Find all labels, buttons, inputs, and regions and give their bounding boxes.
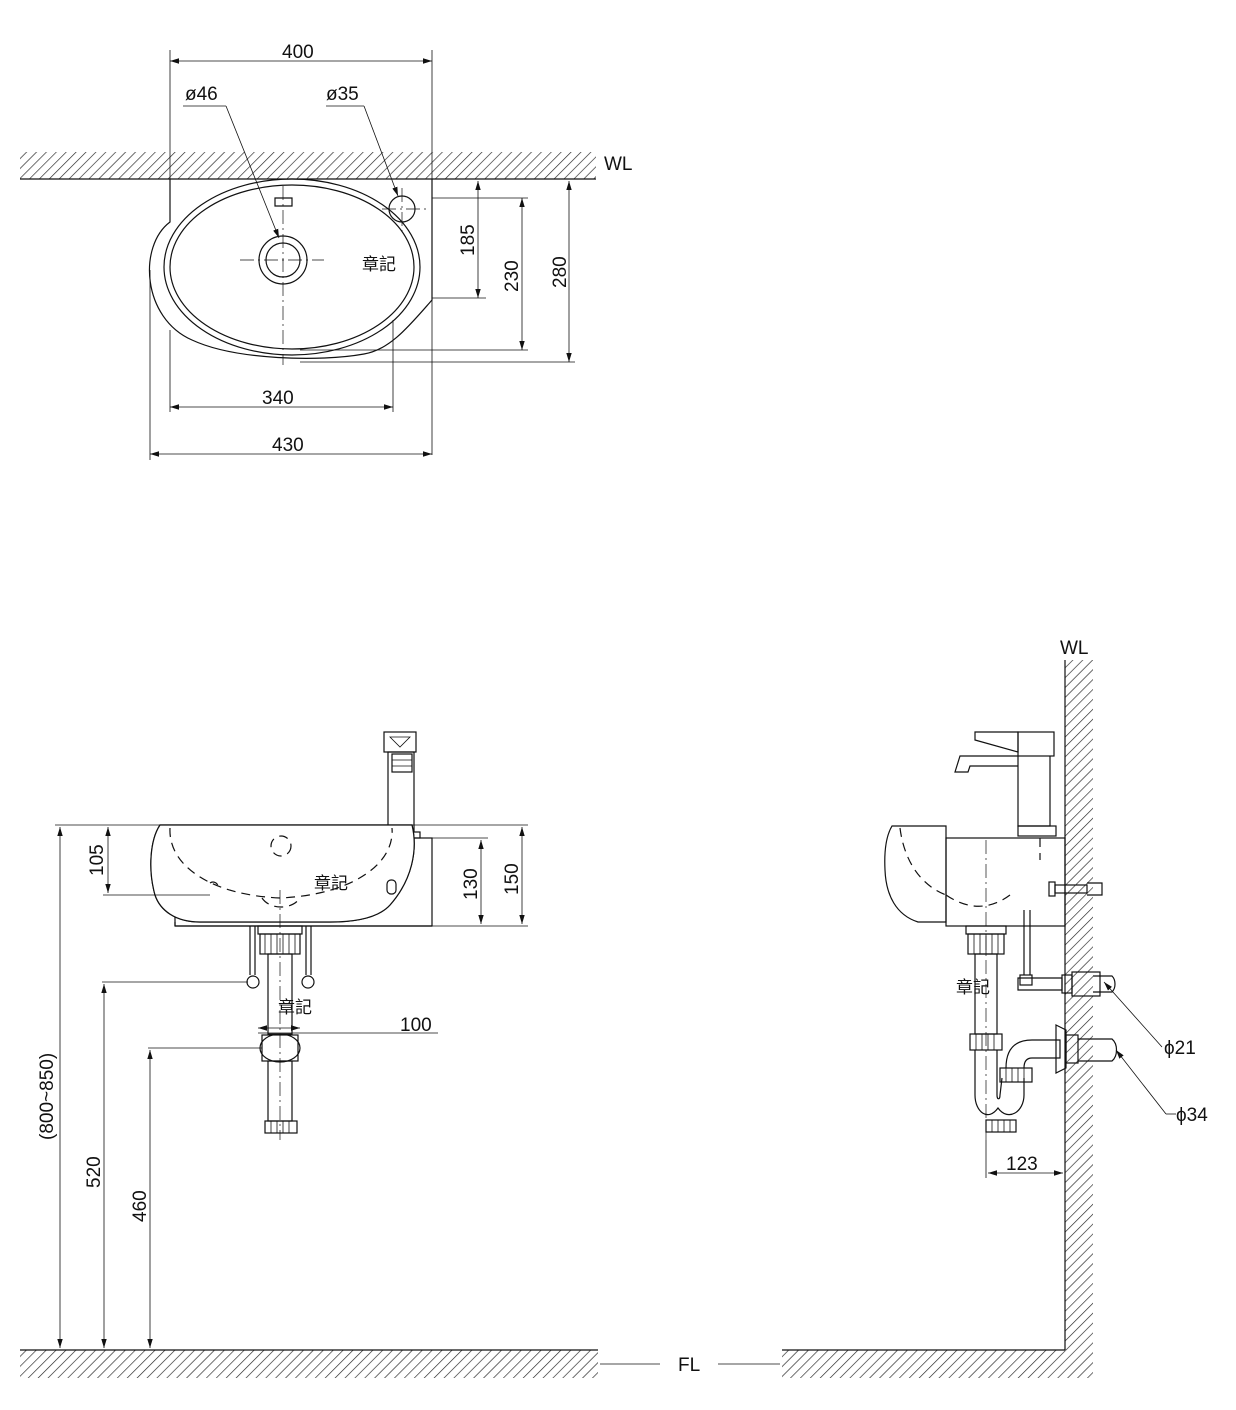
side-faucet-lever (974, 731, 1019, 753)
dim-800-850: (800~850) (37, 1053, 58, 1140)
side-view: WL (884, 638, 1208, 1378)
dim-340: 340 (262, 388, 294, 409)
dim-tap-diameter: ø35 (326, 84, 359, 105)
floor-label: FL (678, 1355, 700, 1376)
top-wall-hatch (20, 152, 596, 179)
side-stamp: 章記 (956, 978, 990, 997)
side-basin (884, 825, 947, 923)
dim-123: 123 (1006, 1154, 1038, 1175)
side-p-trap (974, 1050, 1025, 1116)
dim-280: 280 (550, 256, 571, 288)
top-view: WL 400 ø46 ø35 185 (20, 42, 633, 460)
dim-185: 185 (458, 224, 479, 256)
side-faucet-spout (954, 755, 1051, 827)
top-wall-label: WL (604, 154, 633, 175)
basin-inner-rim (163, 178, 421, 356)
side-back-plate (945, 837, 1066, 927)
front-stamp-trap: 章記 (278, 998, 312, 1017)
side-wall-hatch (1065, 660, 1093, 1378)
dim-400: 400 (282, 42, 314, 63)
top-stamp: 章記 (362, 255, 396, 274)
side-supply-pipe (1093, 975, 1116, 993)
dim-460: 460 (130, 1190, 151, 1222)
dim-drain-diameter: ø46 (185, 84, 218, 105)
front-view: 105 130 150 100 (800~850) 520 460 章記 章記 (37, 731, 528, 1348)
side-angle-valve (1017, 977, 1063, 991)
overflow-slot (274, 197, 293, 207)
dim-105: 105 (87, 844, 108, 876)
faucet-handle (383, 731, 417, 753)
dim-430: 430 (272, 435, 304, 456)
dim-phi34: ϕ34 (1176, 1105, 1208, 1126)
floor: FL (20, 1349, 1065, 1378)
front-stamp-basin: 章記 (314, 874, 348, 893)
dim-130: 130 (461, 868, 482, 900)
floor-hatch-left (20, 1350, 598, 1378)
floor-hatch-right (782, 1350, 1065, 1378)
dim-230: 230 (502, 260, 523, 292)
dim-100: 100 (400, 1015, 432, 1036)
side-wall-label: WL (1060, 638, 1089, 659)
dim-150: 150 (502, 863, 523, 895)
dim-phi21: ϕ21 (1164, 1038, 1196, 1059)
dim-520: 520 (84, 1156, 105, 1188)
